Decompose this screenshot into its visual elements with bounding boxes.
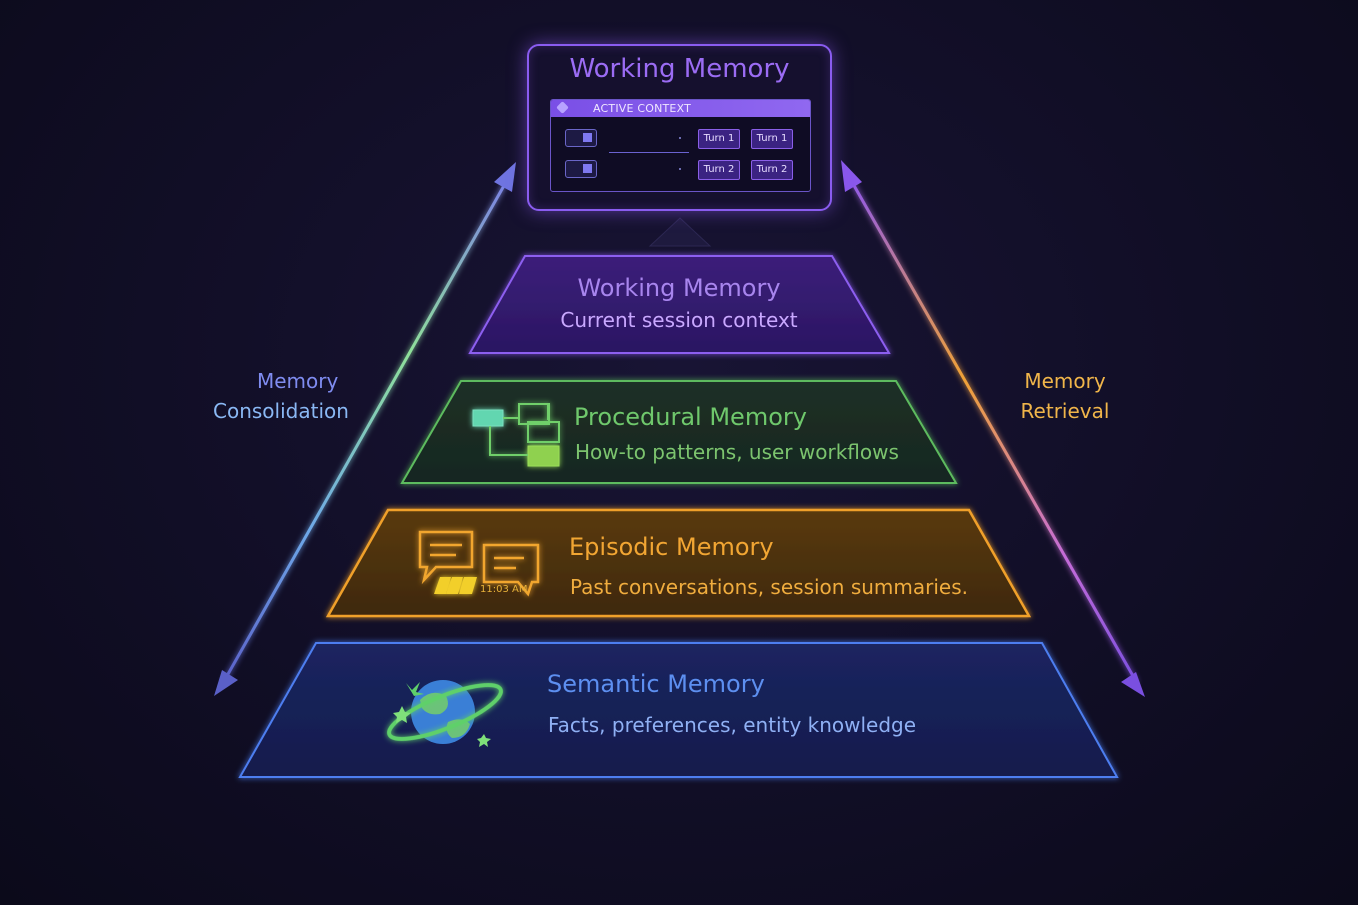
working-memory-title: Working Memory xyxy=(577,274,781,302)
turn-chip[interactable]: Turn 1 xyxy=(698,129,740,149)
memory-retrieval-label: Memory Retrieval xyxy=(1005,366,1125,426)
workflow-icon xyxy=(472,403,560,467)
episodic-memory-title: Episodic Memory xyxy=(569,533,774,561)
context-toggle[interactable] xyxy=(565,160,597,178)
chat-bubbles-icon xyxy=(418,530,540,597)
active-context-label: ACTIVE CONTEXT xyxy=(593,102,692,115)
procedural-memory-subtitle: How-to patterns, user workflows xyxy=(575,440,899,464)
working-memory-subtitle: Current session context xyxy=(560,308,798,332)
consolidation-arrow xyxy=(214,162,516,696)
retrieval-arrow xyxy=(841,160,1145,697)
turn-chip[interactable]: Turn 2 xyxy=(751,160,793,180)
episodic-memory-tier xyxy=(325,508,1032,618)
semantic-memory-tier xyxy=(238,642,1119,778)
consolidation-line1: Memory xyxy=(257,369,339,393)
episodic-memory-subtitle: Past conversations, session summaries. xyxy=(570,575,968,599)
memory-consolidation-label: Memory Consolidation xyxy=(210,366,390,426)
retrieval-line1: Memory xyxy=(1024,369,1106,393)
turn-chip[interactable]: Turn 1 xyxy=(751,129,793,149)
timestamp-label: 11:03 AM xyxy=(480,584,528,595)
retrieval-line2: Retrieval xyxy=(1020,399,1110,423)
semantic-memory-title: Semantic Memory xyxy=(547,670,765,698)
connector-triangle xyxy=(648,217,712,247)
procedural-memory-tier xyxy=(400,380,958,484)
working-memory-panel: Working Memory ACTIVE CONTEXT Turn 1 Tur… xyxy=(527,44,832,211)
consolidation-line2: Consolidation xyxy=(213,399,349,423)
divider-line xyxy=(609,152,689,153)
diamond-icon xyxy=(556,101,569,114)
active-context-window: ACTIVE CONTEXT Turn 1 Turn 1 Turn 2 Turn… xyxy=(550,99,811,192)
panel-title: Working Memory xyxy=(569,54,790,84)
globe-icon xyxy=(387,680,503,747)
working-memory-tier xyxy=(468,255,891,354)
dot-marker xyxy=(679,168,681,170)
context-toggle[interactable] xyxy=(565,129,597,147)
turn-chip[interactable]: Turn 2 xyxy=(698,160,740,180)
semantic-memory-subtitle: Facts, preferences, entity knowledge xyxy=(548,713,917,737)
active-context-header: ACTIVE CONTEXT xyxy=(551,100,810,117)
procedural-memory-title: Procedural Memory xyxy=(574,403,807,431)
dot-marker xyxy=(679,137,681,139)
